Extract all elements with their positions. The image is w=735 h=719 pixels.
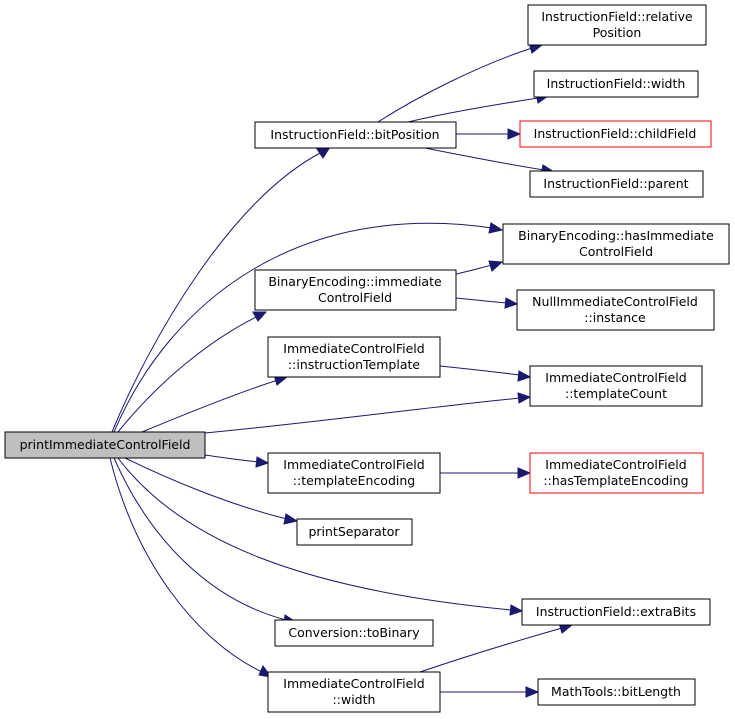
node-label: InstructionField::childField	[534, 126, 697, 141]
node-immediatecontrolfield-templateencoding[interactable]: ImmediateControlField ::templateEncoding	[267, 452, 441, 494]
node-instructionfield-parent[interactable]: InstructionField::parent	[529, 170, 704, 198]
edge-root-to-immediatecontrolfield	[117, 311, 268, 433]
node-label-line-2: ::templateEncoding	[293, 473, 415, 488]
node-label-line-1: ImmediateControlField	[283, 676, 424, 691]
edge-icwidth-to-extrabits	[419, 622, 574, 673]
nodes: printImmediateControlField InstructionFi…	[4, 4, 730, 713]
node-immediatecontrolfield-width[interactable]: ImmediateControlField ::width	[267, 671, 441, 713]
node-label-line-2: ControlField	[579, 244, 653, 259]
node-label: printImmediateControlField	[20, 437, 191, 452]
edge-bitposition-to-childfield	[456, 128, 522, 140]
edge-bitposition-to-relativeposition	[377, 42, 544, 123]
node-label-line-2: Position	[593, 25, 642, 40]
node-conversion-tobinary[interactable]: Conversion::toBinary	[274, 619, 434, 647]
node-label-line-1: BinaryEncoding::immediate	[268, 274, 442, 289]
node-immediatecontrolfield-templatecount[interactable]: ImmediateControlField ::templateCount	[529, 365, 703, 407]
node-instructionfield-width[interactable]: InstructionField::width	[533, 70, 699, 98]
node-binaryencoding-immediatecontrolfield[interactable]: BinaryEncoding::immediate ControlField	[254, 269, 457, 311]
node-mathtools-bitlength[interactable]: MathTools::bitLength	[537, 678, 696, 706]
node-printseparator[interactable]: printSeparator	[296, 518, 413, 546]
node-label-line-2: ::width	[333, 692, 376, 707]
node-label-line-1: ImmediateControlField	[283, 341, 424, 356]
node-label-line-2: ControlField	[318, 290, 392, 305]
edge-bitposition-to-ifwidth	[407, 92, 550, 123]
node-label-line-2: ::hasTemplateEncoding	[543, 473, 688, 488]
node-nullimmediatecontrolfield-instance[interactable]: NullImmediateControlField ::instance	[516, 289, 715, 331]
node-label: InstructionField::extraBits	[536, 604, 696, 619]
node-label-line-1: ImmediateControlField	[545, 370, 686, 385]
edge-root-to-hasimmediatecontrolfield	[113, 222, 504, 433]
node-immediatecontrolfield-hastemplateencoding[interactable]: ImmediateControlField ::hasTemplateEncod…	[529, 452, 704, 494]
node-label-line-1: BinaryEncoding::hasImmediate	[518, 228, 714, 243]
edge-templateencoding-to-hastemplateencoding	[440, 467, 532, 479]
edge-root-to-extrabits	[117, 457, 524, 616]
node-label-line-2: ::instructionTemplate	[288, 357, 420, 372]
edge-immediatecontrolfield-to-hasimmediatecontrolfield	[455, 260, 504, 275]
node-binaryencoding-hasimmediatecontrolfield[interactable]: BinaryEncoding::hasImmediate ControlFiel…	[502, 223, 730, 265]
node-instructionfield-childfield[interactable]: InstructionField::childField	[519, 120, 712, 148]
edge-immediatecontrolfield-to-nullinstance	[455, 297, 519, 309]
node-label-line-2: ::instance	[584, 310, 646, 325]
edge-icwidth-to-bitlength	[440, 686, 540, 698]
node-instructionfield-extrabits[interactable]: InstructionField::extraBits	[521, 598, 711, 626]
edge-root-to-instructiontemplate	[141, 374, 289, 433]
edge-root-to-printseparator	[124, 457, 299, 525]
edge-instructiontemplate-to-templatecount	[439, 365, 532, 382]
node-label-line-1: InstructionField::relative	[541, 9, 693, 24]
node-label-line-1: ImmediateControlField	[545, 457, 686, 472]
node-instructionfield-relative-position[interactable]: InstructionField::relative Position	[527, 4, 707, 46]
edge-root-to-templatecount	[204, 392, 532, 434]
node-label: InstructionField::parent	[543, 176, 688, 191]
node-label: Conversion::toBinary	[288, 625, 420, 640]
node-label: InstructionField::width	[547, 76, 686, 91]
node-label: MathTools::bitLength	[551, 684, 681, 699]
node-label: printSeparator	[308, 524, 400, 539]
node-print-immediate-control-field[interactable]: printImmediateControlField	[4, 431, 206, 459]
node-label-line-2: ::templateCount	[565, 386, 667, 401]
node-label-line-1: ImmediateControlField	[283, 457, 424, 472]
node-label-line-1: NullImmediateControlField	[532, 294, 698, 309]
node-immediatecontrolfield-instructiontemplate[interactable]: ImmediateControlField ::instructionTempl…	[267, 336, 441, 378]
edge-root-to-templateencoding	[204, 454, 270, 468]
node-instructionfield-bitposition[interactable]: InstructionField::bitPosition	[254, 121, 457, 149]
node-label: InstructionField::bitPosition	[270, 127, 439, 142]
